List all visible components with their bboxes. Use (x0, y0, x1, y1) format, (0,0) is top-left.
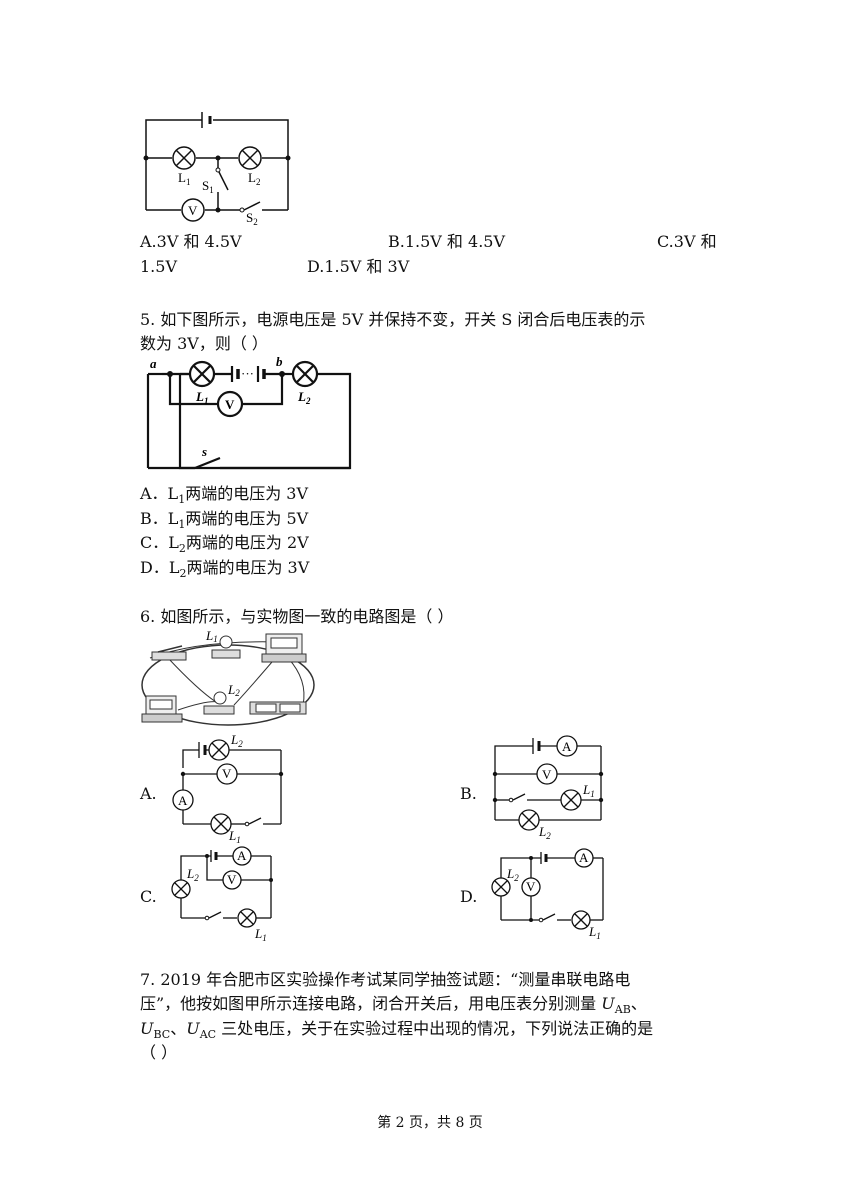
q6-option-b-circuit: A V L1 L2 (492, 735, 604, 841)
q4-option-a: A.3V 和 4.5V (140, 232, 242, 251)
q6-apparatus-label-l1: L1 (205, 628, 218, 644)
q5-question-line2: 数为 3V，则（ ） (140, 334, 268, 353)
q5-label-l1: L1 (195, 389, 208, 406)
q7-question-line4: （ ） (140, 1043, 178, 1062)
q6-option-c-circuit: A V L2 L1 (171, 846, 273, 943)
q4-label-v: V (188, 203, 198, 218)
q6-option-c-label: C. (140, 887, 157, 906)
q4-label-s2: S2 (246, 210, 258, 227)
q6-d-label-l1: L1 (588, 924, 601, 941)
page-footer: 第 2 页，共 8 页 (377, 1115, 483, 1131)
q6-c-label-l2: L2 (186, 866, 199, 883)
q6-d-label-l2: L2 (506, 866, 519, 883)
q5-option-a: A．L1两端的电压为 3V (140, 484, 309, 507)
q6-option-d-label: D. (460, 887, 478, 906)
q5-circuit-diagram: ··· a b s L1 L2 V (146, 354, 352, 470)
q7-question-line2: 压”，他按如图甲所示连接电路，闭合开关后，用电压表分别测量 UAB、 (140, 994, 647, 1017)
q4-circuit-diagram: L1 L2 S1 S2 V (143, 112, 291, 227)
q5-option-d: D．L2两端的电压为 3V (140, 558, 310, 581)
q5-label-s: s (201, 444, 207, 459)
q6-a-label-l1: L1 (228, 828, 241, 845)
q6-b-label-a: A (562, 739, 572, 754)
q6-apparatus-label-l2: L2 (227, 682, 240, 698)
q6-a-label-a: A (178, 793, 188, 808)
q4-option-d: D.1.5V 和 3V (307, 257, 410, 276)
q6-option-a-label: A. (140, 784, 157, 803)
q6-option-d-circuit: A V L2 L1 (491, 848, 604, 941)
q6-d-label-a: A (579, 850, 589, 865)
q4-label-l1: L1 (178, 170, 190, 187)
q6-b-label-v: V (542, 767, 552, 782)
q4-option-b: B.1.5V 和 4.5V (388, 232, 506, 251)
q4-label-s1: S1 (202, 178, 214, 195)
q6-option-b-label: B. (460, 784, 477, 803)
q6-question: 6. 如图所示，与实物图一致的电路图是（ ） (140, 607, 454, 626)
q6-d-label-v: V (526, 879, 536, 894)
q7-question-line1: 7. 2019 年合肥市区实验操作考试某同学抽签试题：“测量串联电路电 (140, 970, 631, 989)
q5-option-c: C．L2两端的电压为 2V (140, 533, 309, 556)
q5-option-b: B．L1两端的电压为 5V (140, 509, 309, 532)
q4-option-c-part1: C.3V 和 (657, 232, 717, 251)
q6-a-label-l2: L2 (230, 732, 243, 749)
q6-c-label-v: V (227, 872, 237, 887)
svg-text:···: ··· (241, 366, 254, 381)
q6-c-label-l1: L1 (254, 926, 267, 943)
q6-b-label-l2: L2 (538, 824, 551, 841)
q6-c-label-a: A (237, 848, 247, 863)
q6-b-label-l1: L1 (582, 782, 595, 799)
q5-label-a: a (150, 356, 157, 371)
q4-option-c-part2: 1.5V (140, 257, 177, 276)
q6-option-a-circuit: L2 L1 V A (172, 732, 284, 845)
q5-label-l2: L2 (297, 389, 311, 406)
q5-label-b: b (276, 354, 283, 369)
q6-apparatus-picture: L1 L2 (141, 628, 315, 726)
q5-question-line1: 5. 如下图所示，电源电压是 5V 并保持不变，开关 S 闭合后电压表的示 (140, 310, 646, 329)
q5-label-v: V (225, 397, 235, 412)
q6-a-label-v: V (222, 766, 232, 781)
q4-label-l2: L2 (248, 170, 260, 187)
q7-question-line3: UBC、UAC 三处电压，关于在实验过程中出现的情况，下列说法正确的是 (140, 1019, 654, 1042)
